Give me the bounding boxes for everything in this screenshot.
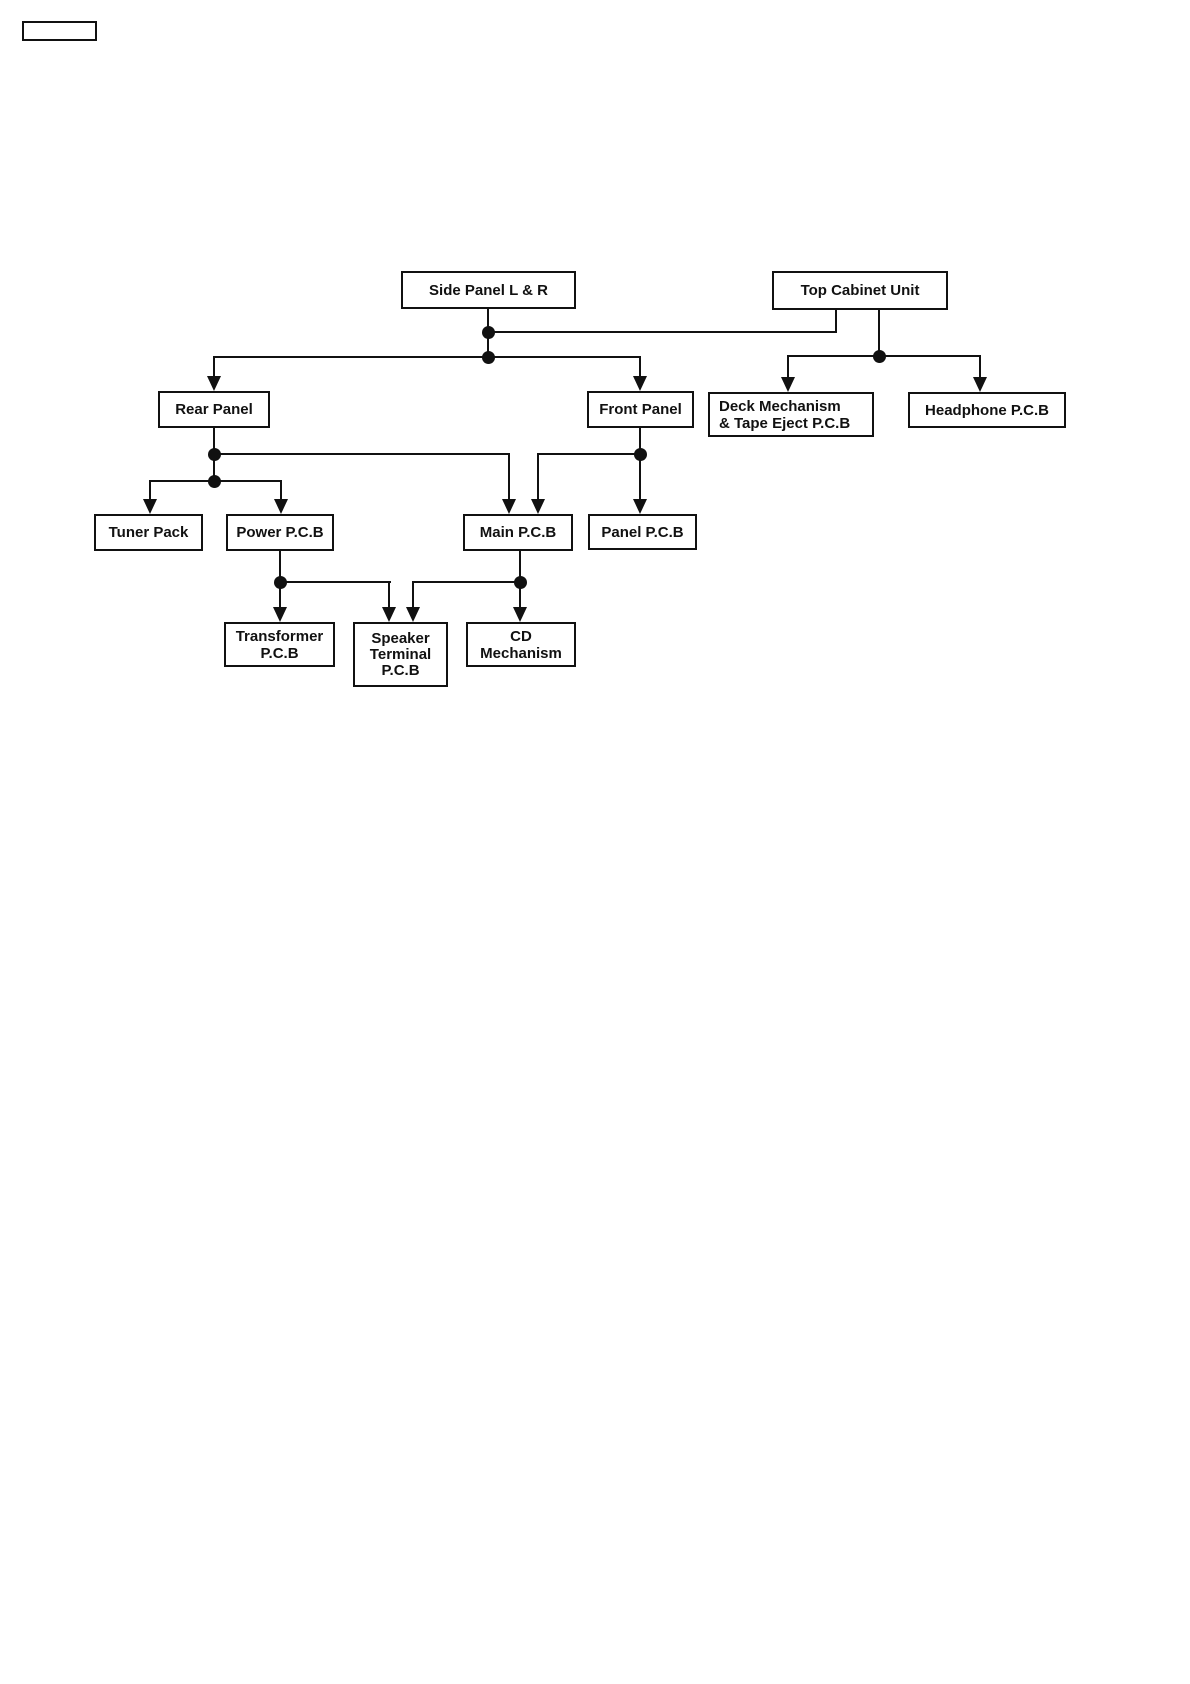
node-label: Rear Panel [175,401,253,418]
node-label-line1: Deck Mechanism [719,397,841,415]
junction-dot [482,326,495,339]
junction-dot [514,576,527,589]
arrowhead-into-front-panel [633,376,647,391]
junction-dot [482,351,495,364]
junction-dot [274,576,287,589]
node-main-pcb: Main P.C.B [463,514,573,551]
connector-line [149,480,151,501]
arrowhead-into-tuner-pack [143,499,157,514]
node-label: Top Cabinet Unit [800,282,920,299]
junction-dot [634,448,647,461]
node-tuner-pack: Tuner Pack [94,514,203,551]
arrowhead-into-transformer-pcb [273,607,287,622]
node-top-cabinet: Top Cabinet Unit [772,271,948,310]
connector-line [878,310,880,357]
empty-box [22,21,97,41]
node-label-line2: P.C.B [260,644,299,662]
node-label-line1: CD [510,627,532,645]
arrowhead-into-speaker-terminal-right [406,607,420,622]
connector-line [388,581,390,609]
node-label: Tuner Pack [108,524,189,541]
connector-line [412,581,414,609]
arrowhead-into-panel-pcb [633,499,647,514]
connector-line [487,331,837,333]
node-label-line2: Mechanism [480,644,562,662]
arrowhead-into-main-pcb-right [531,499,545,514]
node-transformer-pcb: Transformer P.C.B [224,622,335,667]
connector-line [213,356,215,380]
node-label-line1: Transformer [235,627,324,645]
node-headphone-pcb: Headphone P.C.B [908,392,1066,428]
node-label: Panel P.C.B [601,523,684,541]
node-side-panel: Side Panel L & R [401,271,576,309]
connector-line [213,453,510,455]
node-speaker-terminal-pcb: Speaker Terminal P.C.B [353,622,448,687]
node-cd-mechanism: CD Mechanism [466,622,576,667]
node-front-panel: Front Panel [587,391,694,428]
arrowhead-into-rear-panel [207,376,221,391]
connector-line [280,480,282,501]
arrowhead-into-main-pcb-left [502,499,516,514]
node-panel-pcb: Panel P.C.B [588,514,697,550]
arrowhead-into-speaker-terminal-left [382,607,396,622]
node-label-line3: P.C.B [381,661,420,679]
junction-dot [208,448,221,461]
arrowhead-into-headphone-pcb [973,377,987,392]
connector-line [979,355,981,380]
connector-line [537,453,539,501]
node-label-line1: Speaker [371,629,430,647]
arrowhead-into-power-pcb [274,499,288,514]
connector-line [213,356,641,358]
node-label-line2: & Tape Eject P.C.B [719,414,851,432]
connector-line [412,581,521,583]
node-rear-panel: Rear Panel [158,391,270,428]
connector-line [537,453,641,455]
node-label: Power P.C.B [236,524,324,541]
connector-line [639,428,641,501]
node-power-pcb: Power P.C.B [226,514,334,551]
node-label: Headphone P.C.B [925,401,1049,419]
node-deck-mechanism: Deck Mechanism & Tape Eject P.C.B [708,392,874,437]
connector-line [279,581,391,583]
connector-line [835,310,837,333]
arrowhead-into-deck-mechanism [781,377,795,392]
arrowhead-into-cd-mechanism [513,607,527,622]
connector-line [787,355,789,380]
node-label-line2: Terminal [369,645,432,663]
node-label: Side Panel L & R [429,281,548,299]
junction-dot [873,350,886,363]
node-label: Main P.C.B [479,524,557,541]
node-label: Front Panel [599,401,682,418]
connector-line [508,453,510,501]
connector-line [639,356,641,380]
junction-dot [208,475,221,488]
